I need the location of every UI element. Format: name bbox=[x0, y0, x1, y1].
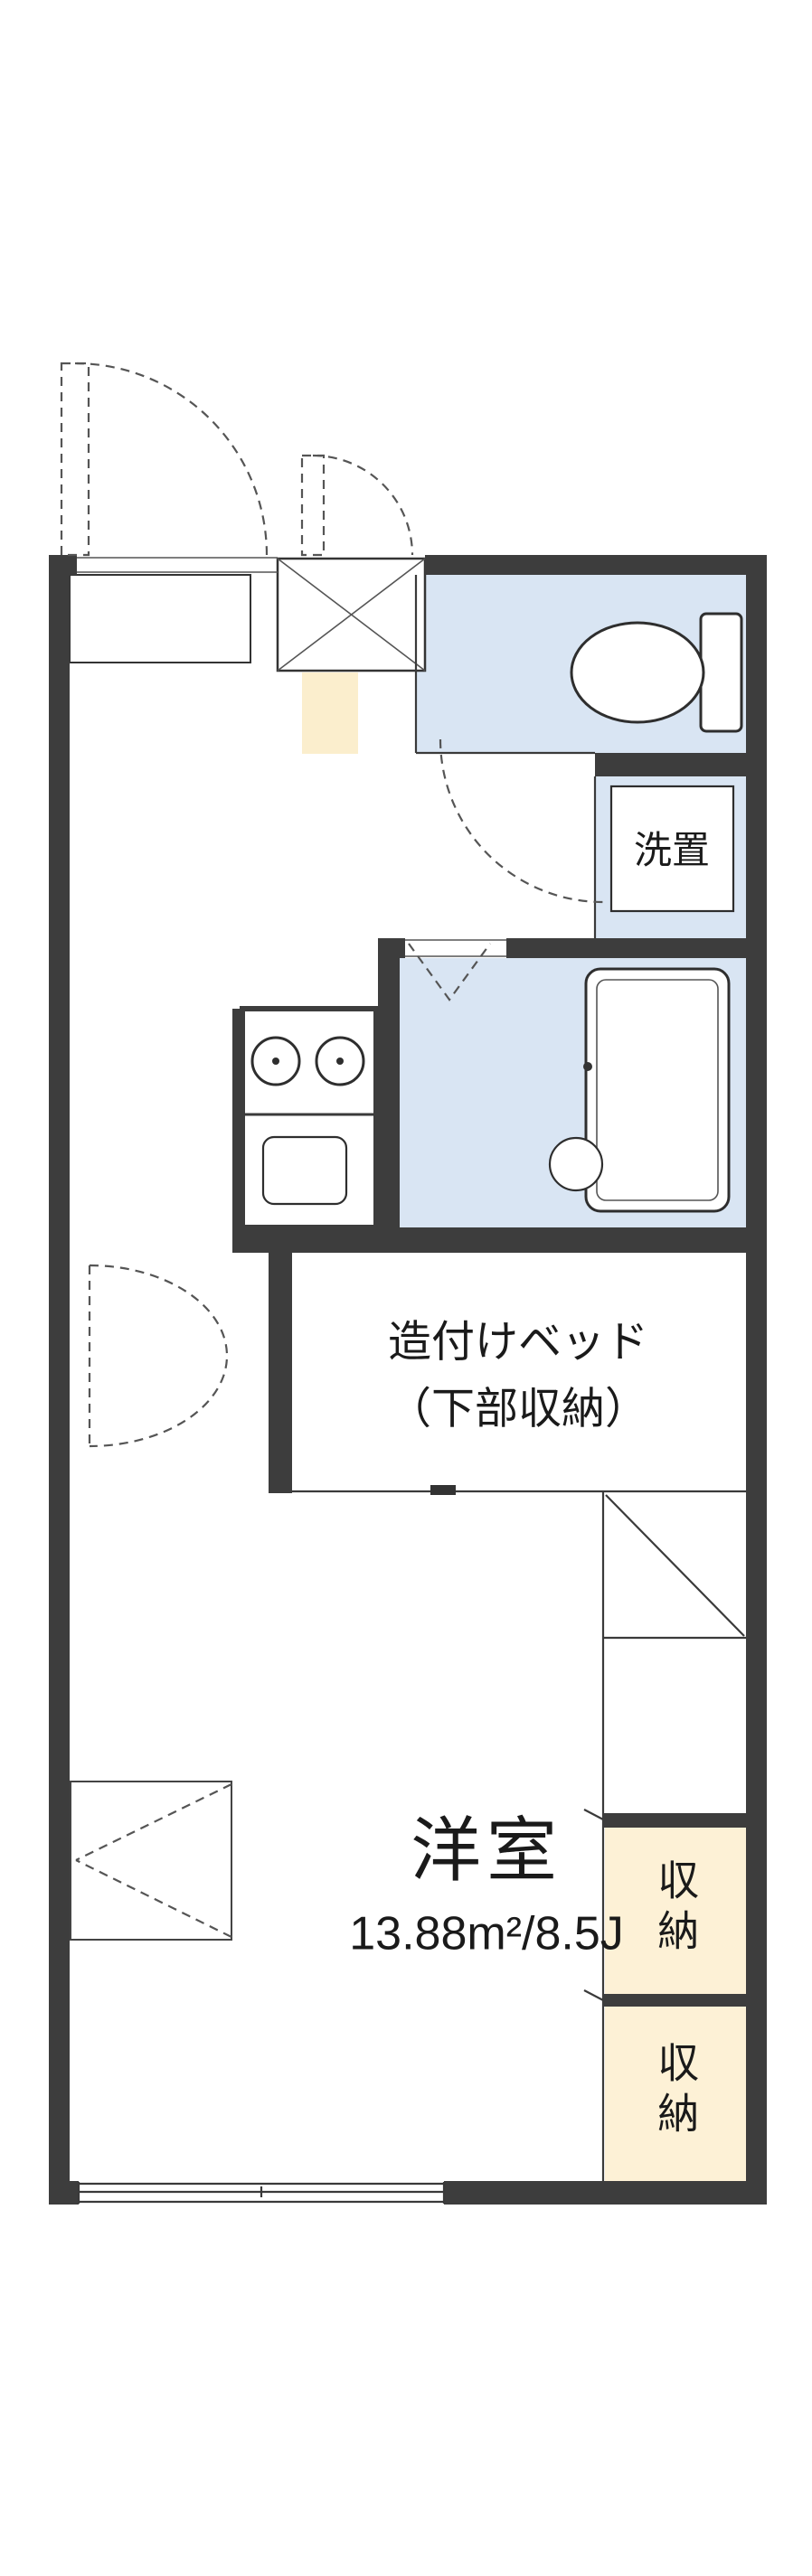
kitchen-side-wall bbox=[232, 1009, 243, 1227]
bed-label-line2: （下部収納） bbox=[387, 1385, 649, 1434]
toilet-fixture bbox=[570, 612, 743, 733]
outer-wall-right bbox=[746, 555, 767, 2205]
washer-label: 洗置 bbox=[633, 828, 711, 871]
cabinet-cross-line bbox=[277, 558, 426, 672]
bathtub-handle-dot bbox=[583, 1062, 592, 1071]
stove-burner-right-center bbox=[336, 1058, 344, 1065]
outer-wall-left bbox=[49, 555, 70, 2205]
entrance-door-arc bbox=[74, 362, 269, 556]
kitchen-sink bbox=[261, 1135, 348, 1206]
bed-label-line1: 造付けベッド bbox=[387, 1318, 649, 1367]
storage-bottom-floor bbox=[605, 2007, 746, 2181]
sub-door-leaf bbox=[300, 454, 326, 557]
storage-bottom-label: 収納 bbox=[652, 2041, 700, 2142]
corner-unit-fold-line bbox=[75, 1859, 232, 1938]
bathroom-top-wall bbox=[506, 938, 767, 958]
bed-door-tick bbox=[430, 1485, 456, 1495]
stove-burner-right-icon bbox=[315, 1036, 365, 1086]
sub-door-arc bbox=[312, 454, 414, 556]
washing-machine-pan bbox=[609, 785, 735, 913]
toilet-door-arc bbox=[439, 738, 604, 904]
storage-top-floor bbox=[605, 1828, 746, 1994]
room-name-label: 洋室 bbox=[410, 1810, 563, 1891]
bathtub bbox=[548, 967, 731, 1213]
bathtub-inner-line bbox=[596, 979, 719, 1201]
storage-hinge-tick bbox=[583, 1989, 604, 2001]
bath-folding-door bbox=[408, 943, 491, 1001]
room-door-swing bbox=[88, 1264, 229, 1448]
sub-door-swing bbox=[300, 454, 414, 557]
fridge-diagonal-line bbox=[605, 1494, 745, 1637]
entrance-door-leaf bbox=[60, 362, 90, 557]
window-bottom bbox=[77, 2180, 446, 2205]
toilet-bowl bbox=[570, 621, 705, 724]
entrance-cabinet bbox=[276, 557, 427, 672]
middle-wall bbox=[232, 1227, 767, 1253]
bed-left-wall bbox=[269, 1253, 292, 1493]
storage-top-label: 収納 bbox=[652, 1858, 700, 1960]
bathroom-left-wall bbox=[378, 938, 400, 1253]
bathtub-outline bbox=[584, 967, 731, 1213]
entrance-door-swing bbox=[60, 362, 269, 557]
entrance-storage-box bbox=[69, 574, 251, 663]
corner-unit bbox=[70, 1781, 232, 1941]
stove-burner-left-icon bbox=[250, 1036, 301, 1086]
room-area-label: 13.88m²/8.5J bbox=[349, 1907, 624, 1960]
toilet-bottom-wall bbox=[595, 753, 767, 776]
stove-burner-left-center bbox=[272, 1058, 279, 1065]
storage-hinge-tick bbox=[583, 1809, 604, 1820]
bath-drain-icon bbox=[548, 1136, 604, 1192]
room-door-arc bbox=[89, 1264, 229, 1448]
storage-divider-wall bbox=[603, 1994, 746, 2007]
corner-unit-fold-line bbox=[75, 1783, 232, 1861]
corner-unit-box bbox=[70, 1781, 232, 1941]
outer-wall-top bbox=[425, 555, 767, 575]
storage-top-wall bbox=[603, 1813, 746, 1828]
toilet-tank bbox=[699, 612, 743, 733]
genkan-step bbox=[302, 672, 358, 754]
kitchen-unit bbox=[240, 1006, 379, 1230]
